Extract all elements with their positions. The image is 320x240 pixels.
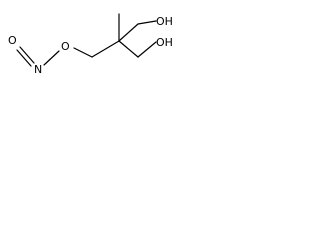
bond-c-ch2-upper xyxy=(118,23,139,42)
bonds xyxy=(16,13,157,67)
atom-label-o-terminal: O xyxy=(8,34,17,47)
bond-ch2-oh-upper xyxy=(137,20,157,25)
bond-n-o xyxy=(43,50,60,66)
bond-ch2-c xyxy=(91,40,120,58)
structure-diagram: O N O OH OH xyxy=(8,13,173,76)
atom-label-oh-upper: OH xyxy=(156,15,173,28)
atom-label-oh-lower: OH xyxy=(156,36,173,49)
bond-n-o-double-a xyxy=(19,46,35,64)
atom-labels: O N O OH OH xyxy=(8,15,173,76)
atom-label-n: N xyxy=(34,63,42,76)
atom-label-o-ester: O xyxy=(61,40,70,53)
bond-o-ch2 xyxy=(73,47,93,58)
bond-c-ch2-lower xyxy=(118,40,139,58)
bond-ch2-oh-lower xyxy=(137,41,157,58)
bond-n-o-double-b xyxy=(16,49,32,67)
